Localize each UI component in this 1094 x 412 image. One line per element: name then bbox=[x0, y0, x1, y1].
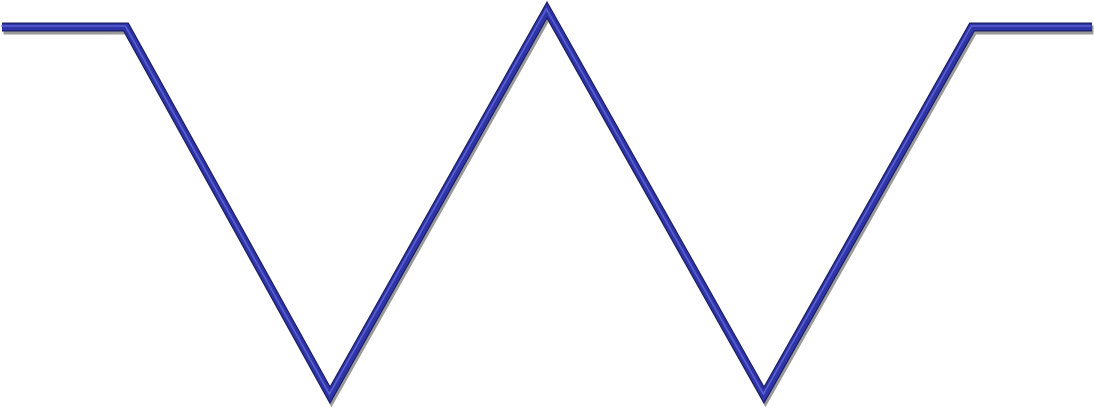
zigzag-dark-edge bbox=[2, 0, 1092, 405]
zigzag-shadow bbox=[3, 3, 1094, 408]
zigzag-highlight bbox=[1, 7, 1092, 396]
zigzag-stroke bbox=[2, 3, 1092, 402]
